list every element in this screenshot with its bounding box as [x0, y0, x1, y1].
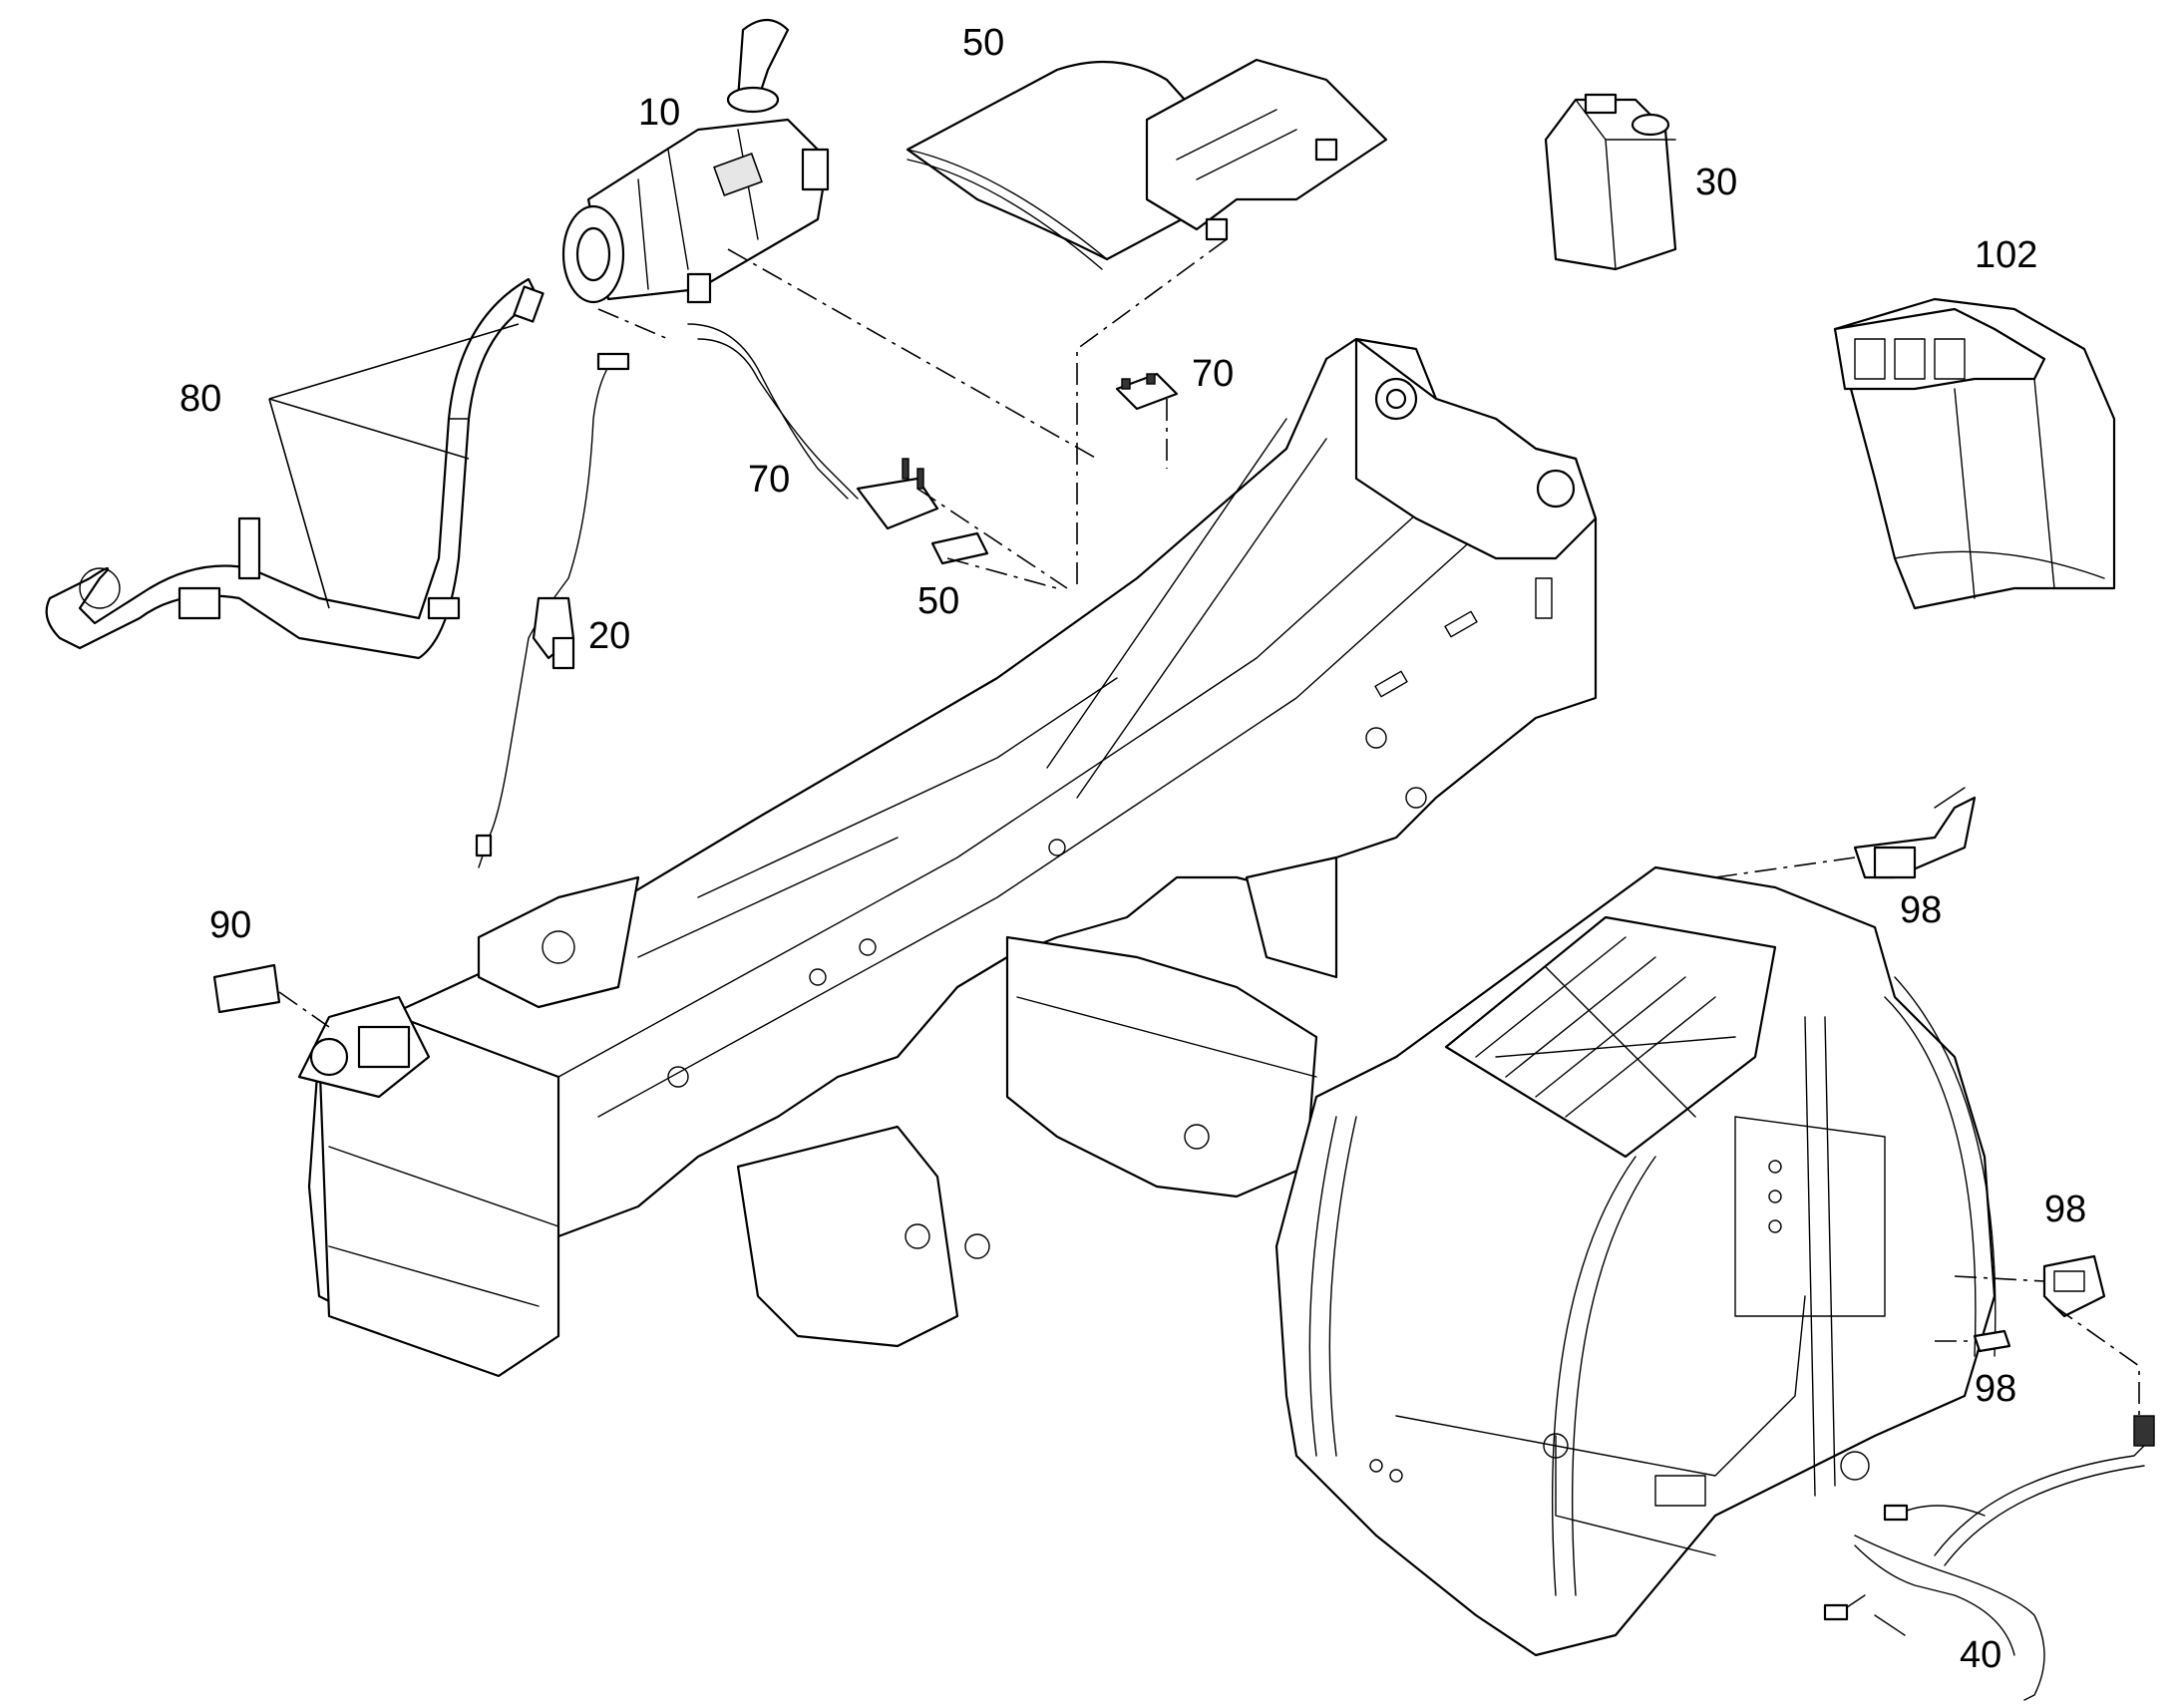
assembly-lines [278, 238, 2140, 1416]
callout-98-lower: 98 [1975, 1368, 2016, 1410]
intake-hose-part-80 [45, 277, 545, 660]
callout-40: 40 [1960, 1634, 2001, 1676]
switch-part-98-upper [1853, 787, 1977, 879]
callout-98-upper: 98 [1900, 889, 1942, 931]
callout-labels: 10 50 30 102 80 70 70 50 20 90 98 98 98 … [180, 22, 2086, 1676]
cover-part-50 [906, 58, 1388, 270]
air-filter-part-10 [561, 18, 830, 304]
callout-102: 102 [1975, 234, 2037, 276]
bracket-part-70-upper [1115, 372, 1179, 411]
callout-70-lower: 70 [748, 459, 790, 501]
plate-part-50-small [930, 531, 989, 565]
callout-50-lower: 50 [917, 580, 959, 622]
harness-part-40 [1823, 1415, 2155, 1701]
callout-90: 90 [209, 904, 251, 946]
switch-part-98-small [1973, 1329, 2011, 1353]
fender-part-102 [1833, 297, 2116, 610]
callout-30: 30 [1695, 162, 1737, 203]
callout-20: 20 [588, 615, 630, 657]
callout-80: 80 [180, 378, 221, 420]
leader-lines [268, 323, 520, 609]
jerrycan-part-30 [1544, 93, 1677, 271]
callout-10: 10 [638, 92, 680, 134]
bracket-part-70-lower [687, 323, 939, 530]
sensor-cable-part-20 [475, 352, 630, 868]
chassis-frame [297, 337, 1598, 1378]
label-part-90 [212, 963, 281, 1014]
switch-part-98-right [2042, 1254, 2106, 1318]
callout-70-upper: 70 [1192, 353, 1234, 395]
callout-50-top: 50 [962, 22, 1004, 64]
callout-98-right: 98 [2044, 1189, 2086, 1230]
cab-frame [1274, 865, 1997, 1657]
